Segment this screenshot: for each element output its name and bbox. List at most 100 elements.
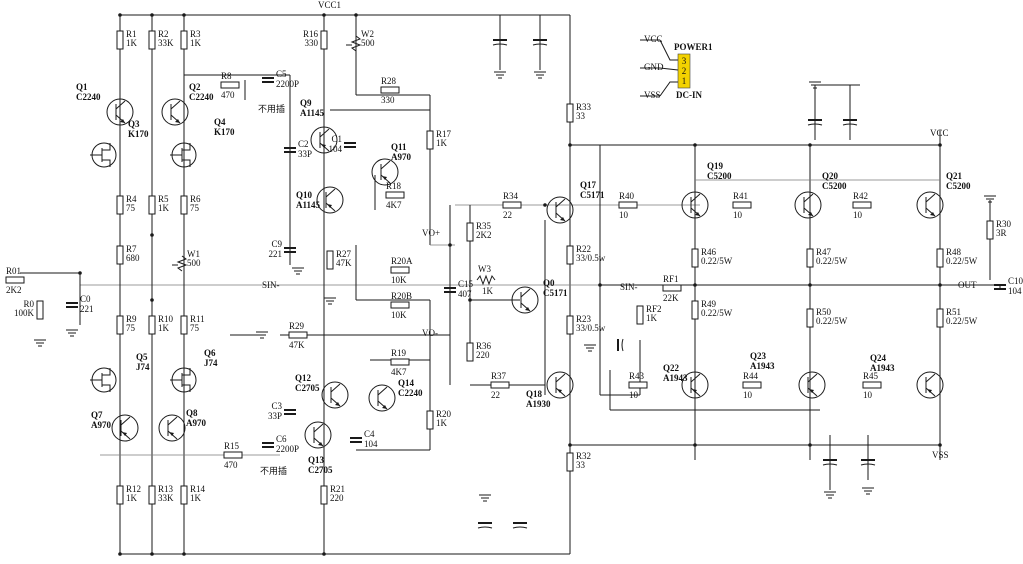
junction-dot [78,271,82,275]
resistor-ref: R8 [221,71,232,81]
resistor-value: 0.22/5W [701,308,733,318]
electrolytic-plate [492,43,508,46]
junction-dot [150,13,154,17]
resistor-r47 [806,248,814,268]
transistor-part: C5171 [580,190,605,200]
resistor-value: 0.22/5W [816,256,848,266]
resistor-ref: R23 [576,314,592,324]
power-pin-vss: VSS [644,90,661,100]
transistor-arrow [120,119,125,123]
transistor-collector [313,423,324,433]
transistor-ref: Q17 [580,180,597,190]
resistor-value: 470 [224,460,238,470]
resistor-ref: RF1 [663,274,679,284]
resistor-value: 75 [190,203,200,213]
resistor-r23 [566,315,574,335]
capacitor-ref: C2 [298,139,309,149]
resistor-ref: R7 [126,244,137,254]
resistor-ref: R2 [158,29,169,39]
resistor-ref: R49 [701,299,717,309]
transistor-arrow [808,212,813,216]
resistor-r2 [148,30,156,50]
transistor-ref: Q8 [186,408,198,418]
resistor-value: 33K [158,38,174,48]
transistor-q7 [111,414,139,442]
transistor-q14 [368,384,396,412]
resistor-value: 330 [381,95,395,105]
resistor-value: 75 [126,323,136,333]
resistor-value: 10 [743,390,753,400]
resistor-r13 [148,485,156,505]
capacitor-value: 33P [268,411,282,421]
transistor-part: A970 [91,420,111,430]
resistor-value: 220 [330,493,344,503]
resistor-r19 [390,358,410,366]
resistor-value: 0.22/5W [946,256,978,266]
resistor-r9 [116,315,124,335]
resistor-r11 [180,315,188,335]
resistor-value: 10 [853,210,863,220]
resistor-r1 [116,30,124,50]
transistor-collector [925,373,936,383]
resistor-value: 47K [336,258,352,268]
capacitor-value: 104 [1008,286,1022,296]
resistor-ref: R35 [476,221,492,231]
resistor-ref: R41 [733,191,748,201]
transistor-collector [803,193,814,203]
resistor-value: 33 [576,111,586,121]
resistor-value: 1K [158,323,170,333]
transistor-collector [520,288,531,298]
junction-dot [568,143,572,147]
transistor-ref: Q9 [300,98,312,108]
transistor-collector [380,160,391,170]
transistor-arrow [382,405,387,409]
jfet-ref: Q6 [204,348,216,358]
resistor-value: 0.22/5W [946,316,978,326]
resistor-value: 33/0.5w [576,253,606,263]
resistor-value: 33/0.5w [576,323,606,333]
transistor-ref: Q14 [398,378,415,388]
resistor-value: 10 [629,390,639,400]
resistor-ref: R50 [816,307,832,317]
schematic-parts [5,13,1006,556]
resistor-ref: R19 [391,348,407,358]
connector-pin-label: 1 [682,76,687,86]
resistor-ref: R1 [126,29,137,39]
resistor-value: 22 [503,210,512,220]
transistor-collector [925,193,936,203]
transistor-part: A970 [391,152,411,162]
power-pin-vcc: VCC [644,34,663,44]
transistor-ref: Q13 [308,455,325,465]
resistor-ref: R11 [190,314,205,324]
resistor-ref: R4 [126,194,137,204]
resistor-ref: R51 [946,307,961,317]
resistor-r35 [466,222,474,242]
resistor-ref: R29 [289,321,305,331]
transistor-part: C2705 [308,465,333,475]
resistor-ref: R47 [816,247,832,257]
electrolytic-plate [860,463,876,466]
transistor-part: A1943 [870,363,895,373]
resistor-value: 1K [126,493,138,503]
transistor-ref: Q19 [707,161,724,171]
capacitor-value: 104 [329,144,343,154]
resistor-ref: R44 [743,371,759,381]
resistor-value: 22K [663,293,679,303]
resistor-value: 1K [190,38,202,48]
c5-note: 不用插 [258,103,285,114]
wire [659,81,678,97]
jfet-part: K170 [214,127,235,137]
transistor-q11 [371,158,399,186]
junction-dot [118,13,122,17]
resistor-ref: R34 [503,191,519,201]
resistor-r16 [320,30,328,50]
resistor-ref: R27 [336,249,352,259]
pot-ref: W3 [478,264,491,274]
jfet-part: K170 [128,129,149,139]
pot-ref: W2 [361,29,374,39]
transistor-collector [690,193,701,203]
jfet-source [182,384,191,392]
resistor-ref: R01 [6,266,21,276]
resistor-r42 [852,201,872,209]
resistor-r45 [862,381,882,389]
